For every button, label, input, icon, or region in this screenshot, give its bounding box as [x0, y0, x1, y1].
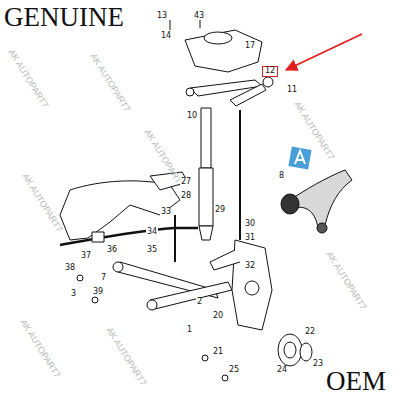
strut-mount [185, 30, 262, 72]
callout-number: 12 [265, 67, 275, 76]
callout-number: 21 [212, 348, 224, 356]
watermark: AK AUTOPART7 [18, 318, 61, 380]
callout-number: 43 [193, 12, 205, 20]
callout-number: 24 [276, 366, 288, 374]
callout-number: 32 [244, 262, 256, 270]
nut [77, 275, 83, 281]
bushing [113, 262, 123, 272]
knuckle-bore [245, 281, 259, 295]
callout-number: 31 [244, 234, 256, 242]
bolt [170, 20, 171, 30]
brand-logo [288, 146, 311, 169]
callout-number: 29 [214, 206, 226, 214]
knuckle-arm [210, 250, 240, 270]
arm-bushing-photo [281, 194, 299, 214]
bolt [222, 375, 228, 381]
mount-cap [204, 32, 232, 44]
stamp-text: OEM [326, 368, 386, 395]
wheel-hub [278, 334, 302, 366]
callout-number: 25 [228, 366, 240, 374]
callout-number: 36 [106, 246, 118, 254]
callout-number: 22 [304, 328, 316, 336]
lower-arm [150, 282, 232, 309]
bolt [92, 297, 98, 303]
hub-nut [300, 343, 312, 361]
callout-number: 14 [160, 32, 172, 40]
hub-center [284, 342, 296, 358]
callout-number: 35 [146, 246, 158, 254]
upper-arm [230, 84, 266, 106]
callout-number: 30 [244, 220, 256, 228]
watermark: AK AUTOPART7 [6, 48, 49, 110]
highlight-box: 12 [262, 66, 278, 77]
bushing [263, 77, 273, 87]
arm-balljoint-photo [317, 223, 327, 233]
bar-bushing [92, 232, 104, 242]
shock-body [201, 108, 211, 168]
watermark: AK AUTOPART7 [324, 250, 367, 312]
bushing [186, 88, 194, 96]
bushing [147, 300, 157, 310]
control-arm-photo [290, 170, 352, 228]
stabilizer-bar [60, 228, 198, 245]
callout-number: 38 [64, 264, 76, 272]
coupling-link [174, 215, 176, 262]
callout-number: 10 [186, 112, 198, 120]
highlight-arrow [286, 34, 362, 70]
bolt [200, 20, 201, 28]
callout-number: 28 [180, 192, 192, 200]
watermark: AK AUTOPART7 [88, 52, 131, 114]
bolt [202, 355, 208, 361]
shock-eye [199, 226, 213, 240]
callout-number: 13 [156, 12, 168, 20]
tie-rod [239, 110, 241, 240]
callout-number: 20 [212, 312, 224, 320]
callout-number: 23 [312, 360, 324, 368]
callout-number: 34 [146, 228, 158, 236]
watermark: AK AUTOPART7 [104, 326, 147, 388]
wheel-knuckle [232, 240, 272, 330]
callout-number: 2 [196, 298, 203, 306]
callout-number: 37 [80, 252, 92, 260]
callout-number: 8 [278, 172, 285, 180]
stamp-text: GENUINE [4, 4, 124, 31]
callout-number: 17 [244, 42, 256, 50]
watermark: AK AUTOPART7 [20, 172, 63, 234]
shock-tube [199, 168, 213, 226]
callout-number: 33 [160, 208, 172, 216]
callout-number: 3 [70, 290, 77, 298]
callout-number: 39 [92, 288, 104, 296]
callout-number: 11 [286, 86, 298, 94]
callout-number: 7 [100, 274, 107, 282]
callout-number: 1 [186, 326, 193, 334]
callout-number: 27 [180, 178, 192, 186]
